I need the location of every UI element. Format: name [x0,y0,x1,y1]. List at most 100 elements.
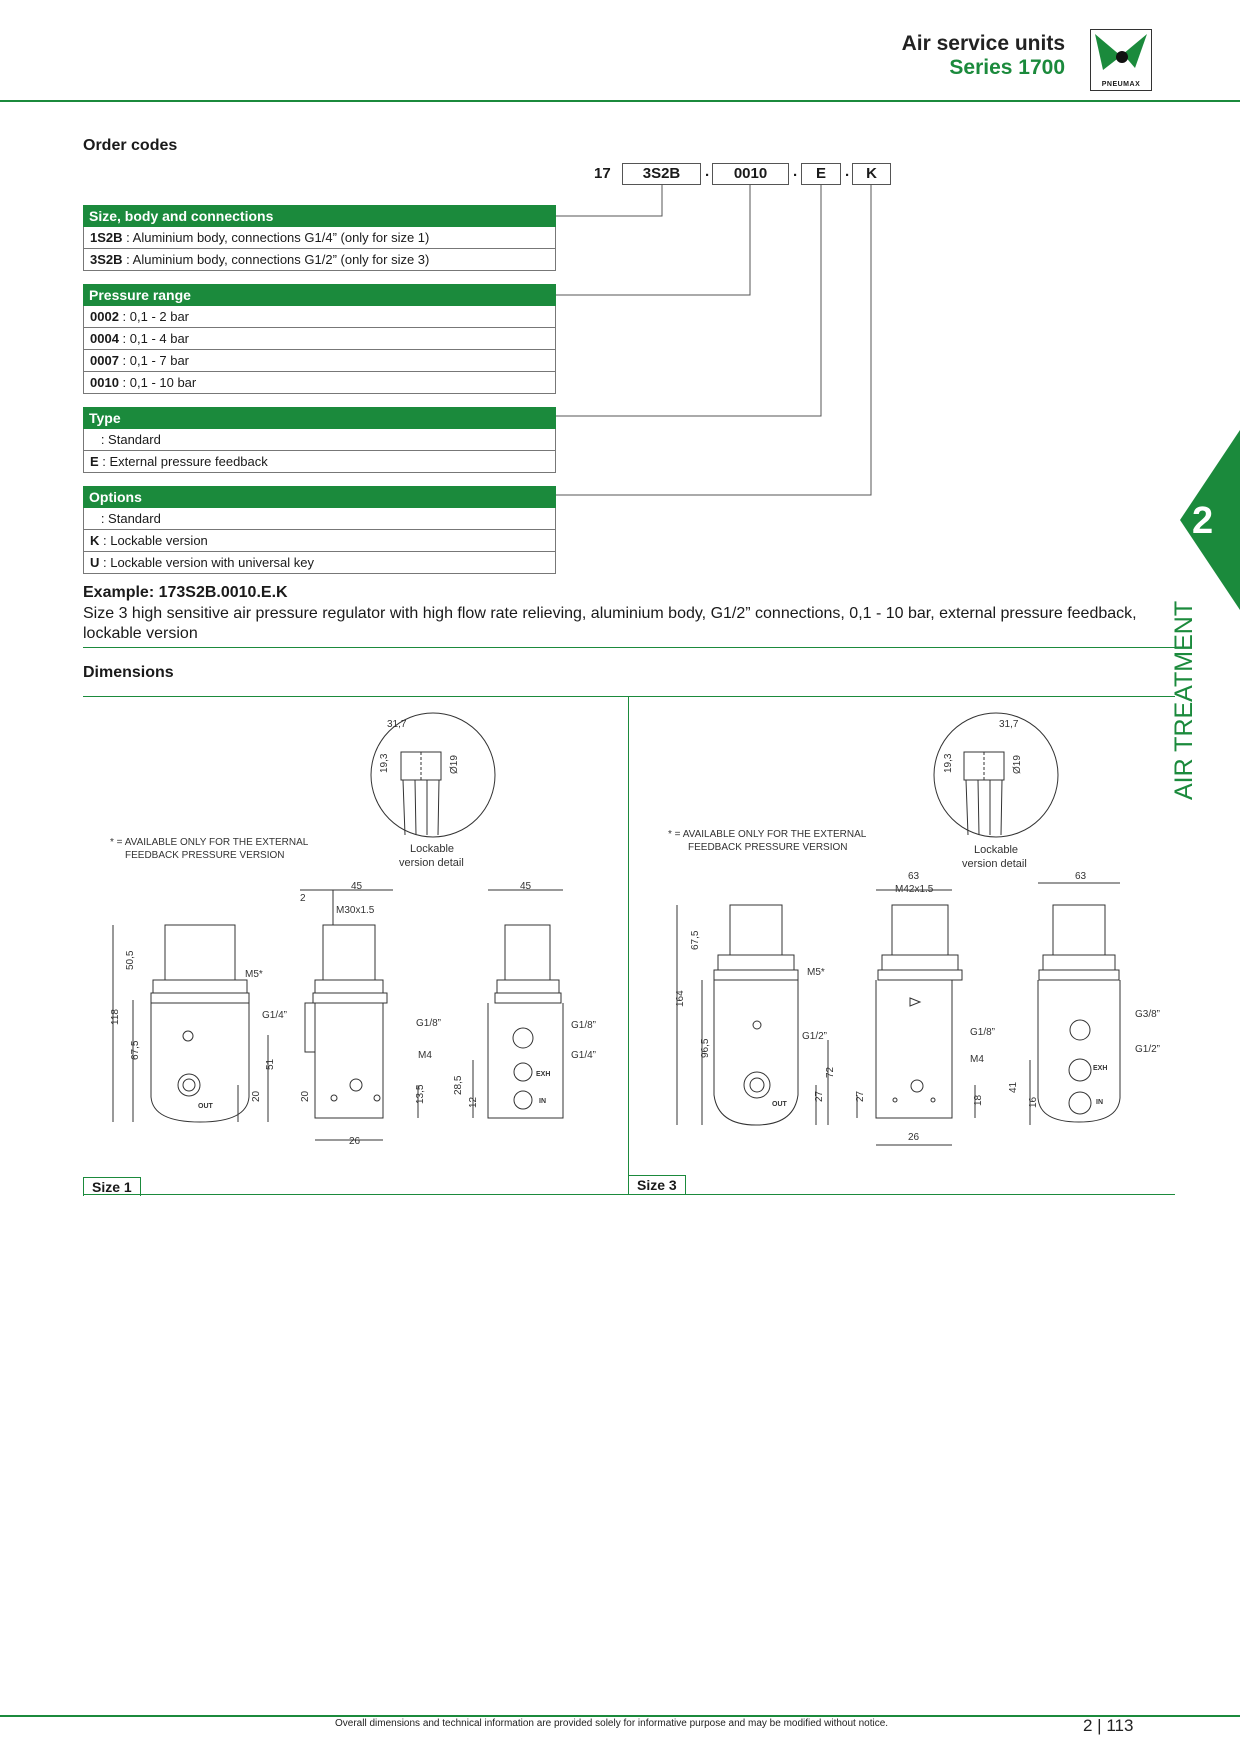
order-code-leaders [556,185,872,496]
port-label: G1/8” [970,1027,995,1038]
port-label: G1/8” [571,1020,596,1031]
port-label: EXH [1093,1065,1107,1072]
dim-label: 96,5 [700,1038,711,1058]
port-label: G1/4” [571,1050,596,1061]
dim-label: 20 [300,1090,311,1102]
dim-label: 26 [349,1136,361,1147]
size3-drawing: 31,7 19,3 Ø19 * = AVAILABLE ONLY FOR THE… [668,712,1160,1146]
table-row: : Standard [83,429,556,451]
dim-label: Ø19 [1012,755,1023,774]
dim-label: 67,5 [690,930,701,950]
header-subtitle: Series 1700 [949,56,1065,79]
detail-caption: version detail [399,857,464,869]
port-label: G1/8” [416,1018,441,1029]
dim-label: 31,7 [999,719,1019,730]
dim-label: 19,3 [943,753,954,773]
port-label: M4 [970,1054,984,1065]
detail-caption: Lockable [410,843,454,855]
table-header: Type [83,407,556,429]
table-row: K : Lockable version [83,530,556,552]
dim-label: 31,7 [387,719,407,730]
size1-drawing: 31,7 19,3 Ø19 * = AVAILABLE ONLY FOR THE… [110,712,596,1147]
dim-label: 27 [855,1090,866,1102]
table-type: Type : Standard E : External pressure fe… [83,407,556,473]
port-label: OUT [198,1103,214,1110]
panel-divider [628,696,629,1194]
dim-label: 41 [1008,1081,1019,1093]
example-title: Example: 173S2B.0010.E.K [83,584,288,601]
code-dot: . [705,163,710,180]
divider [83,696,1175,697]
dim-label: 19,3 [379,753,390,773]
port-label: M5* [807,967,825,978]
dim-label: 12 [468,1096,479,1108]
dim-label: 16 [1028,1096,1039,1108]
section-number: 2 [1192,500,1214,542]
table-row: 0010 : 0,1 - 10 bar [83,372,556,394]
table-pressure-range: Pressure range 0002 : 0,1 - 2 bar 0004 :… [83,284,556,394]
code-box-pressure: 0010 [712,163,789,185]
dim-label: 18 [973,1094,984,1106]
table-row: 0004 : 0,1 - 4 bar [83,328,556,350]
dim-label: M30x1.5 [336,905,375,916]
table-header: Size, body and connections [83,205,556,227]
port-label: G1/2” [1135,1044,1160,1055]
code-box-type: E [801,163,841,185]
table-header: Options [83,486,556,508]
table-row: E : External pressure feedback [83,451,556,473]
order-codes-title: Order codes [83,137,178,154]
table-row: 1S2B : Aluminium body, connections G1/4”… [83,227,556,249]
logo-icon [1095,34,1147,70]
dimensions-title: Dimensions [83,664,174,681]
size1-label: Size 1 [83,1177,141,1196]
detail-caption: Lockable [974,844,1018,856]
port-label: M5* [245,969,263,980]
table-header: Pressure range [83,284,556,306]
header-title: Air service units [901,32,1065,55]
logo-text: PNEUMAX [1101,81,1141,88]
size3-label: Size 3 [628,1175,686,1194]
divider [83,1194,1175,1195]
port-label: G1/4” [262,1010,287,1021]
note-text: * = AVAILABLE ONLY FOR THE EXTERNAL [110,837,309,848]
section-tab [1180,430,1240,610]
code-box-body: 3S2B [622,163,701,185]
dim-label: 45 [351,881,363,892]
table-row: U : Lockable version with universal key [83,552,556,574]
footer-note: Overall dimensions and technical informa… [335,1718,889,1729]
header-rule [0,100,1240,102]
dim-label: 118 [110,1009,121,1025]
dim-label: 2 [300,893,306,904]
table-options: Options : Standard K : Lockable version … [83,486,556,574]
dim-label: Ø19 [449,755,460,774]
section-label: AIR TREATMENT [1170,600,1198,800]
table-row: : Standard [83,508,556,530]
note-text: * = AVAILABLE ONLY FOR THE EXTERNAL [668,829,867,840]
dim-label: M42x1.5 [895,884,934,895]
port-label: OUT [772,1101,788,1108]
pneumax-logo: PNEUMAX [1090,29,1152,91]
dim-label: 50,5 [125,950,136,970]
table-row: 0007 : 0,1 - 7 bar [83,350,556,372]
footer-rule [0,1715,1240,1717]
page-number: 2 | 113 [1083,1716,1134,1735]
dim-label: 45 [520,881,532,892]
port-label: EXH [536,1071,550,1078]
code-dot: . [793,163,798,180]
note-text: FEEDBACK PRESSURE VERSION [125,850,284,861]
dim-label: 28,5 [453,1075,464,1095]
code-prefix: 17 [594,165,611,182]
port-label: IN [539,1098,546,1105]
dim-label: 20 [251,1090,262,1102]
divider [83,647,1175,648]
table-size-body: Size, body and connections 1S2B : Alumin… [83,205,556,271]
dim-label: 72 [825,1066,836,1078]
dim-label: 63 [908,871,920,882]
table-row: 0002 : 0,1 - 2 bar [83,306,556,328]
code-dot: . [845,163,850,180]
example-text: Size 3 high sensitive air pressure regul… [83,605,1137,642]
dim-label: 26 [908,1132,920,1143]
port-label: G1/2” [802,1031,827,1042]
port-label: M4 [418,1050,432,1061]
port-label: G3/8” [1135,1009,1160,1020]
